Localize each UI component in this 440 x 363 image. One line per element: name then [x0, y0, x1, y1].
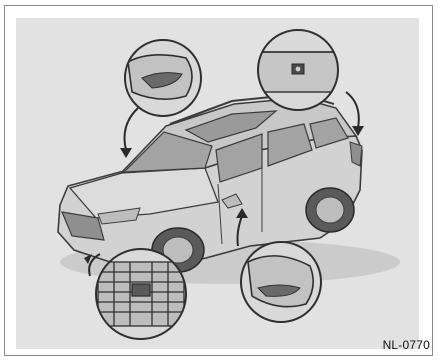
- callout-side-mirror-left: [125, 40, 201, 116]
- callout-side-mirror-right: [241, 242, 321, 322]
- callout-front-grille: [96, 249, 186, 339]
- callout-rear-camera: [256, 30, 342, 110]
- rear-wheel: [306, 188, 354, 232]
- tail-light: [350, 142, 362, 166]
- figure-code-label: NL-0770: [383, 338, 430, 352]
- suv-vehicle: [58, 94, 400, 284]
